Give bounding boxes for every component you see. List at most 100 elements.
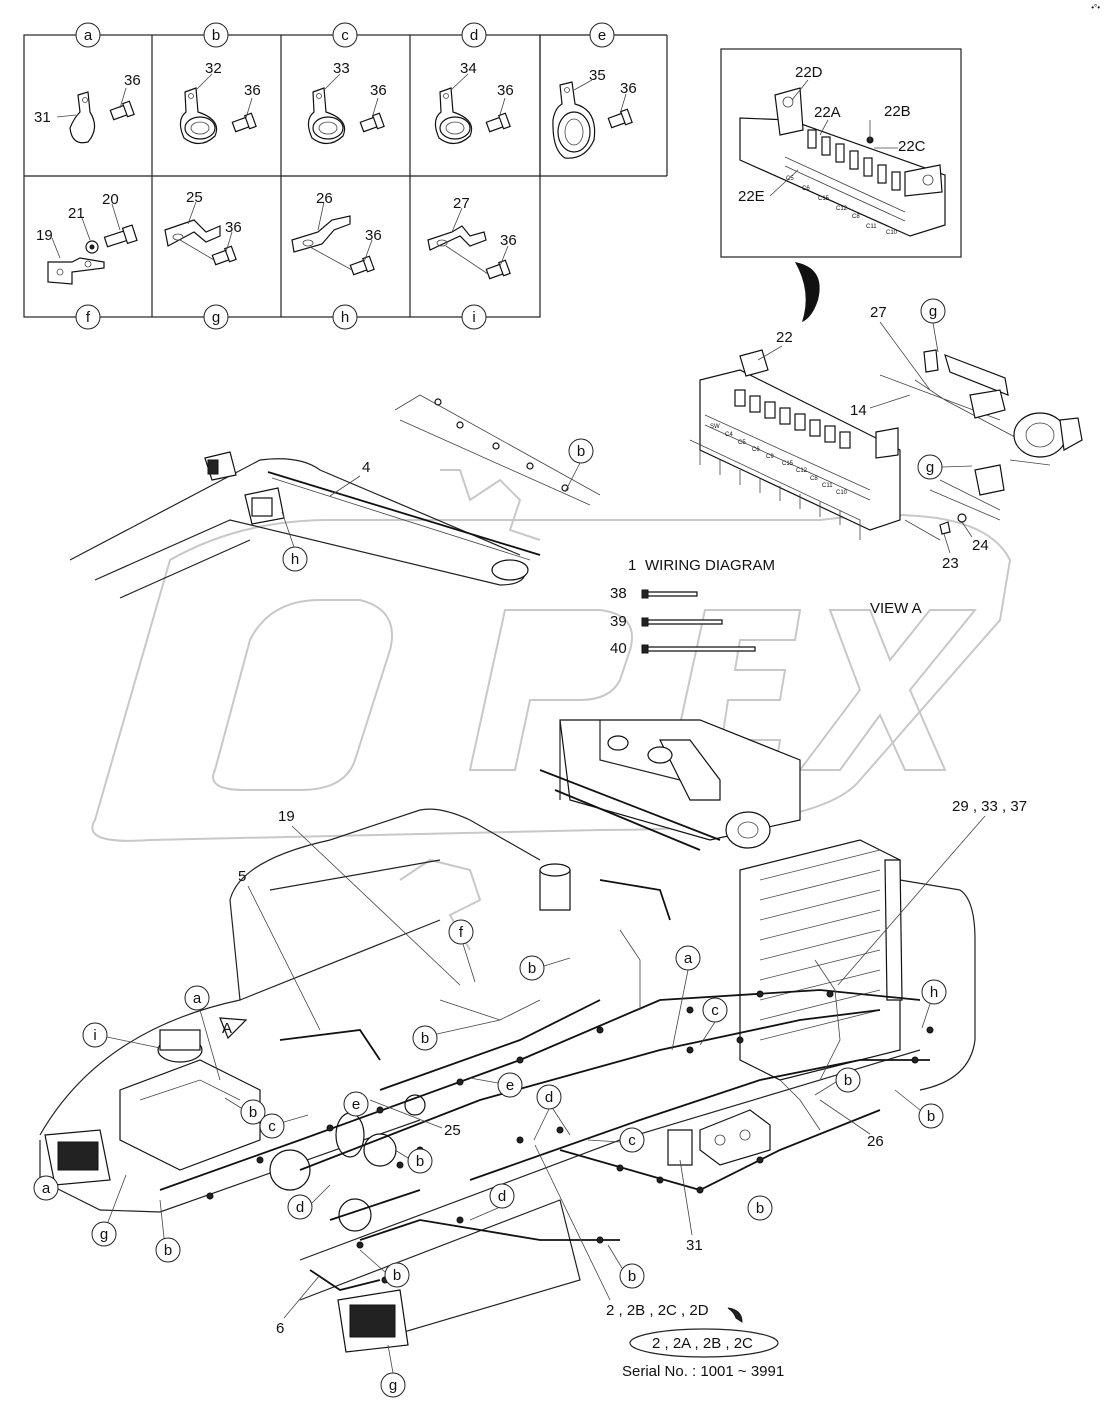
work-lamp-2 — [244, 487, 285, 525]
harness-code-block: 2 , 2B , 2C , 2D 2 , 2A , 2B , 2C Serial… — [534, 1144, 784, 1380]
svg-text:b: b — [249, 1104, 257, 1121]
parts-grid: a b c d e f g h i 31 36 32 3 — [23, 22, 668, 330]
view-a-arrow-letter: A — [222, 1020, 232, 1037]
callout-d: d — [536, 1084, 562, 1110]
svg-text:C15: C15 — [818, 196, 830, 202]
svg-text:f: f — [459, 924, 464, 941]
grid-letter-b: b — [203, 22, 229, 48]
svg-text:C4: C4 — [725, 432, 733, 438]
callout-b: b — [619, 1263, 645, 1289]
svg-text:c: c — [628, 1132, 636, 1149]
svg-text:26: 26 — [867, 1133, 884, 1150]
callout-b: b — [519, 955, 545, 981]
callout-c: c — [619, 1127, 645, 1153]
svg-text:31: 31 — [34, 109, 51, 126]
svg-text:38: 38 — [610, 585, 627, 602]
svg-text:39: 39 — [610, 613, 627, 630]
svg-text:i: i — [93, 1027, 96, 1044]
svg-text:g: g — [100, 1226, 108, 1243]
svg-text:C11: C11 — [822, 483, 833, 489]
svg-text:d: d — [470, 27, 478, 44]
svg-text:b: b — [416, 1153, 424, 1170]
cell-g-plate: 25 36 — [164, 189, 242, 266]
svg-text:C10: C10 — [886, 230, 898, 236]
svg-text:g: g — [926, 459, 934, 476]
svg-text:C12: C12 — [796, 468, 808, 474]
svg-text:C9: C9 — [766, 454, 774, 460]
svg-text:31: 31 — [686, 1237, 703, 1254]
svg-text:1: 1 — [628, 557, 636, 574]
svg-text:36: 36 — [225, 219, 242, 236]
svg-text:c: c — [711, 1002, 719, 1019]
svg-text:6: 6 — [276, 1320, 284, 1337]
callout-g: g — [380, 1372, 406, 1398]
svg-text:19: 19 — [36, 227, 53, 244]
svg-text:h: h — [930, 984, 938, 1001]
work-lamp-1 — [204, 451, 237, 481]
svg-text:36: 36 — [370, 82, 387, 99]
cell-i-plate: 27 36 — [427, 195, 517, 280]
svg-text:C5: C5 — [738, 440, 746, 446]
svg-text:g: g — [929, 303, 937, 320]
corner-mark: •°• — [1091, 3, 1100, 12]
svg-text:SW: SW — [710, 424, 720, 430]
svg-text:34: 34 — [460, 60, 477, 77]
grid-letter-a: a — [75, 22, 101, 48]
callout-b: b — [918, 1103, 944, 1129]
svg-text:c: c — [341, 27, 349, 44]
view-a-label: VIEW A — [870, 600, 922, 617]
head-lamp-left — [44, 1129, 111, 1186]
grid-letter-f: f — [75, 304, 101, 330]
svg-text:d: d — [498, 1188, 506, 1205]
svg-text:C10: C10 — [836, 490, 848, 496]
callout-c: c — [702, 997, 728, 1023]
callout-b: b — [412, 1025, 438, 1051]
grid-letter-e: e — [589, 22, 615, 48]
svg-text:b: b — [212, 27, 220, 44]
callout-g: g — [917, 454, 943, 480]
svg-text:b: b — [421, 1030, 429, 1047]
callout-b: b — [407, 1148, 433, 1174]
svg-text:a: a — [84, 27, 93, 44]
svg-text:29 , 33 , 37: 29 , 33 , 37 — [952, 798, 1027, 815]
svg-text:14: 14 — [850, 402, 867, 419]
svg-text:32: 32 — [205, 60, 222, 77]
svg-text:a: a — [193, 990, 202, 1007]
callout-d: d — [287, 1194, 313, 1220]
callout-h: h — [921, 979, 947, 1005]
svg-text:a: a — [684, 950, 693, 967]
svg-text:19: 19 — [278, 808, 295, 825]
svg-text:C11: C11 — [866, 224, 877, 230]
cell-c-clamp: 33 36 — [307, 60, 387, 145]
harness-alt-code: 2 , 2A , 2B , 2C — [652, 1335, 753, 1352]
svg-text:b: b — [164, 1242, 172, 1259]
callout-b: b — [240, 1099, 266, 1125]
svg-text:27: 27 — [870, 304, 887, 321]
callout-e: e — [497, 1072, 523, 1098]
svg-text:33: 33 — [333, 60, 350, 77]
callout-g: g — [920, 298, 946, 324]
cell-a-clamp: 31 36 — [34, 72, 141, 144]
svg-text:35: 35 — [589, 67, 606, 84]
watermark-logo — [91, 469, 1012, 951]
cell-e-clamp: 35 36 — [552, 67, 637, 159]
grid-letter-i: i — [461, 304, 487, 330]
legend: 1 WIRING DIAGRAM 38 39 40 — [610, 557, 775, 657]
upper-structure: A — [39, 719, 976, 1353]
svg-text:C5: C5 — [786, 176, 794, 182]
boom-assembly: 4 — [69, 394, 601, 599]
svg-text:C6: C6 — [752, 447, 760, 453]
callout-c: c — [259, 1113, 285, 1139]
fuse-box-detail-inset: C5 C6 C15 C12 C8 C11 C10 22D 22A 22B 22C… — [720, 48, 962, 258]
svg-text:b: b — [927, 1108, 935, 1125]
svg-text:WIRING DIAGRAM: WIRING DIAGRAM — [645, 557, 775, 574]
svg-text:36: 36 — [500, 232, 517, 249]
svg-text:23: 23 — [942, 555, 959, 572]
callout-b: b — [568, 438, 594, 464]
harness-routes — [159, 769, 934, 1291]
svg-text:C15: C15 — [782, 461, 794, 467]
callout-b: b — [155, 1237, 181, 1263]
svg-text:26: 26 — [316, 190, 333, 207]
svg-text:b: b — [577, 443, 585, 460]
harness-clips — [206, 990, 934, 1284]
